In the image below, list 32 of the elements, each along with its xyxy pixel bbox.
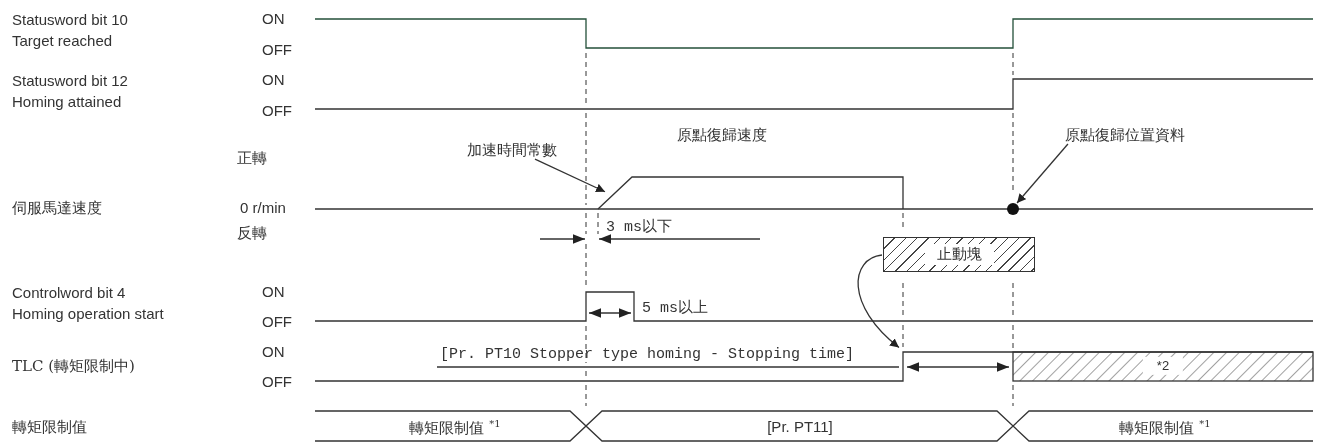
direction-label: 正轉	[237, 149, 267, 167]
leader-line	[534, 158, 606, 193]
value-label: 轉矩限制值 $^{*1}$	[409, 417, 501, 437]
dot-marker	[1007, 203, 1019, 215]
state-label: OFF	[262, 41, 292, 59]
note-mark: *2	[1142, 356, 1184, 376]
state-label: OFF	[262, 102, 292, 120]
leader-line	[857, 253, 900, 348]
value-label: 轉矩限制值 $^{*1}$	[1119, 417, 1211, 437]
state-label: ON	[262, 10, 285, 28]
signal-name: 伺服馬達速度	[12, 199, 102, 217]
leader-line	[1016, 143, 1069, 204]
signal-name: Statusword bit 10 Target reached	[12, 10, 129, 51]
stopper-box: 止動塊	[883, 237, 1035, 272]
direction-label: 反轉	[237, 224, 267, 242]
value-label: [Pr. PT11]	[767, 418, 833, 436]
time-label: 5 ms以上	[642, 300, 708, 318]
signal-name: Statusword bit 12 Homing attained	[12, 71, 129, 112]
signal-name: TLC (轉矩限制中)	[12, 357, 135, 375]
state-label: OFF	[262, 313, 292, 331]
callout-text: 原點復歸位置資料	[1065, 126, 1185, 144]
speed-value: 0 r/min	[240, 199, 286, 217]
state-label: ON	[262, 283, 285, 301]
state-label: OFF	[262, 373, 292, 391]
callout-text: 加速時間常數	[467, 141, 557, 159]
state-label: ON	[262, 71, 285, 89]
state-label: ON	[262, 343, 285, 361]
signal-name: 轉矩限制值	[12, 418, 87, 436]
signal-name: Controlword bit 4 Homing operation start	[12, 283, 165, 324]
time-label: 3 ms以下	[606, 219, 672, 237]
speed-label: 原點復歸速度	[677, 126, 767, 144]
parameter-label: [Pr. PT10 Stopper type homing - Stopping time]	[440, 346, 855, 364]
